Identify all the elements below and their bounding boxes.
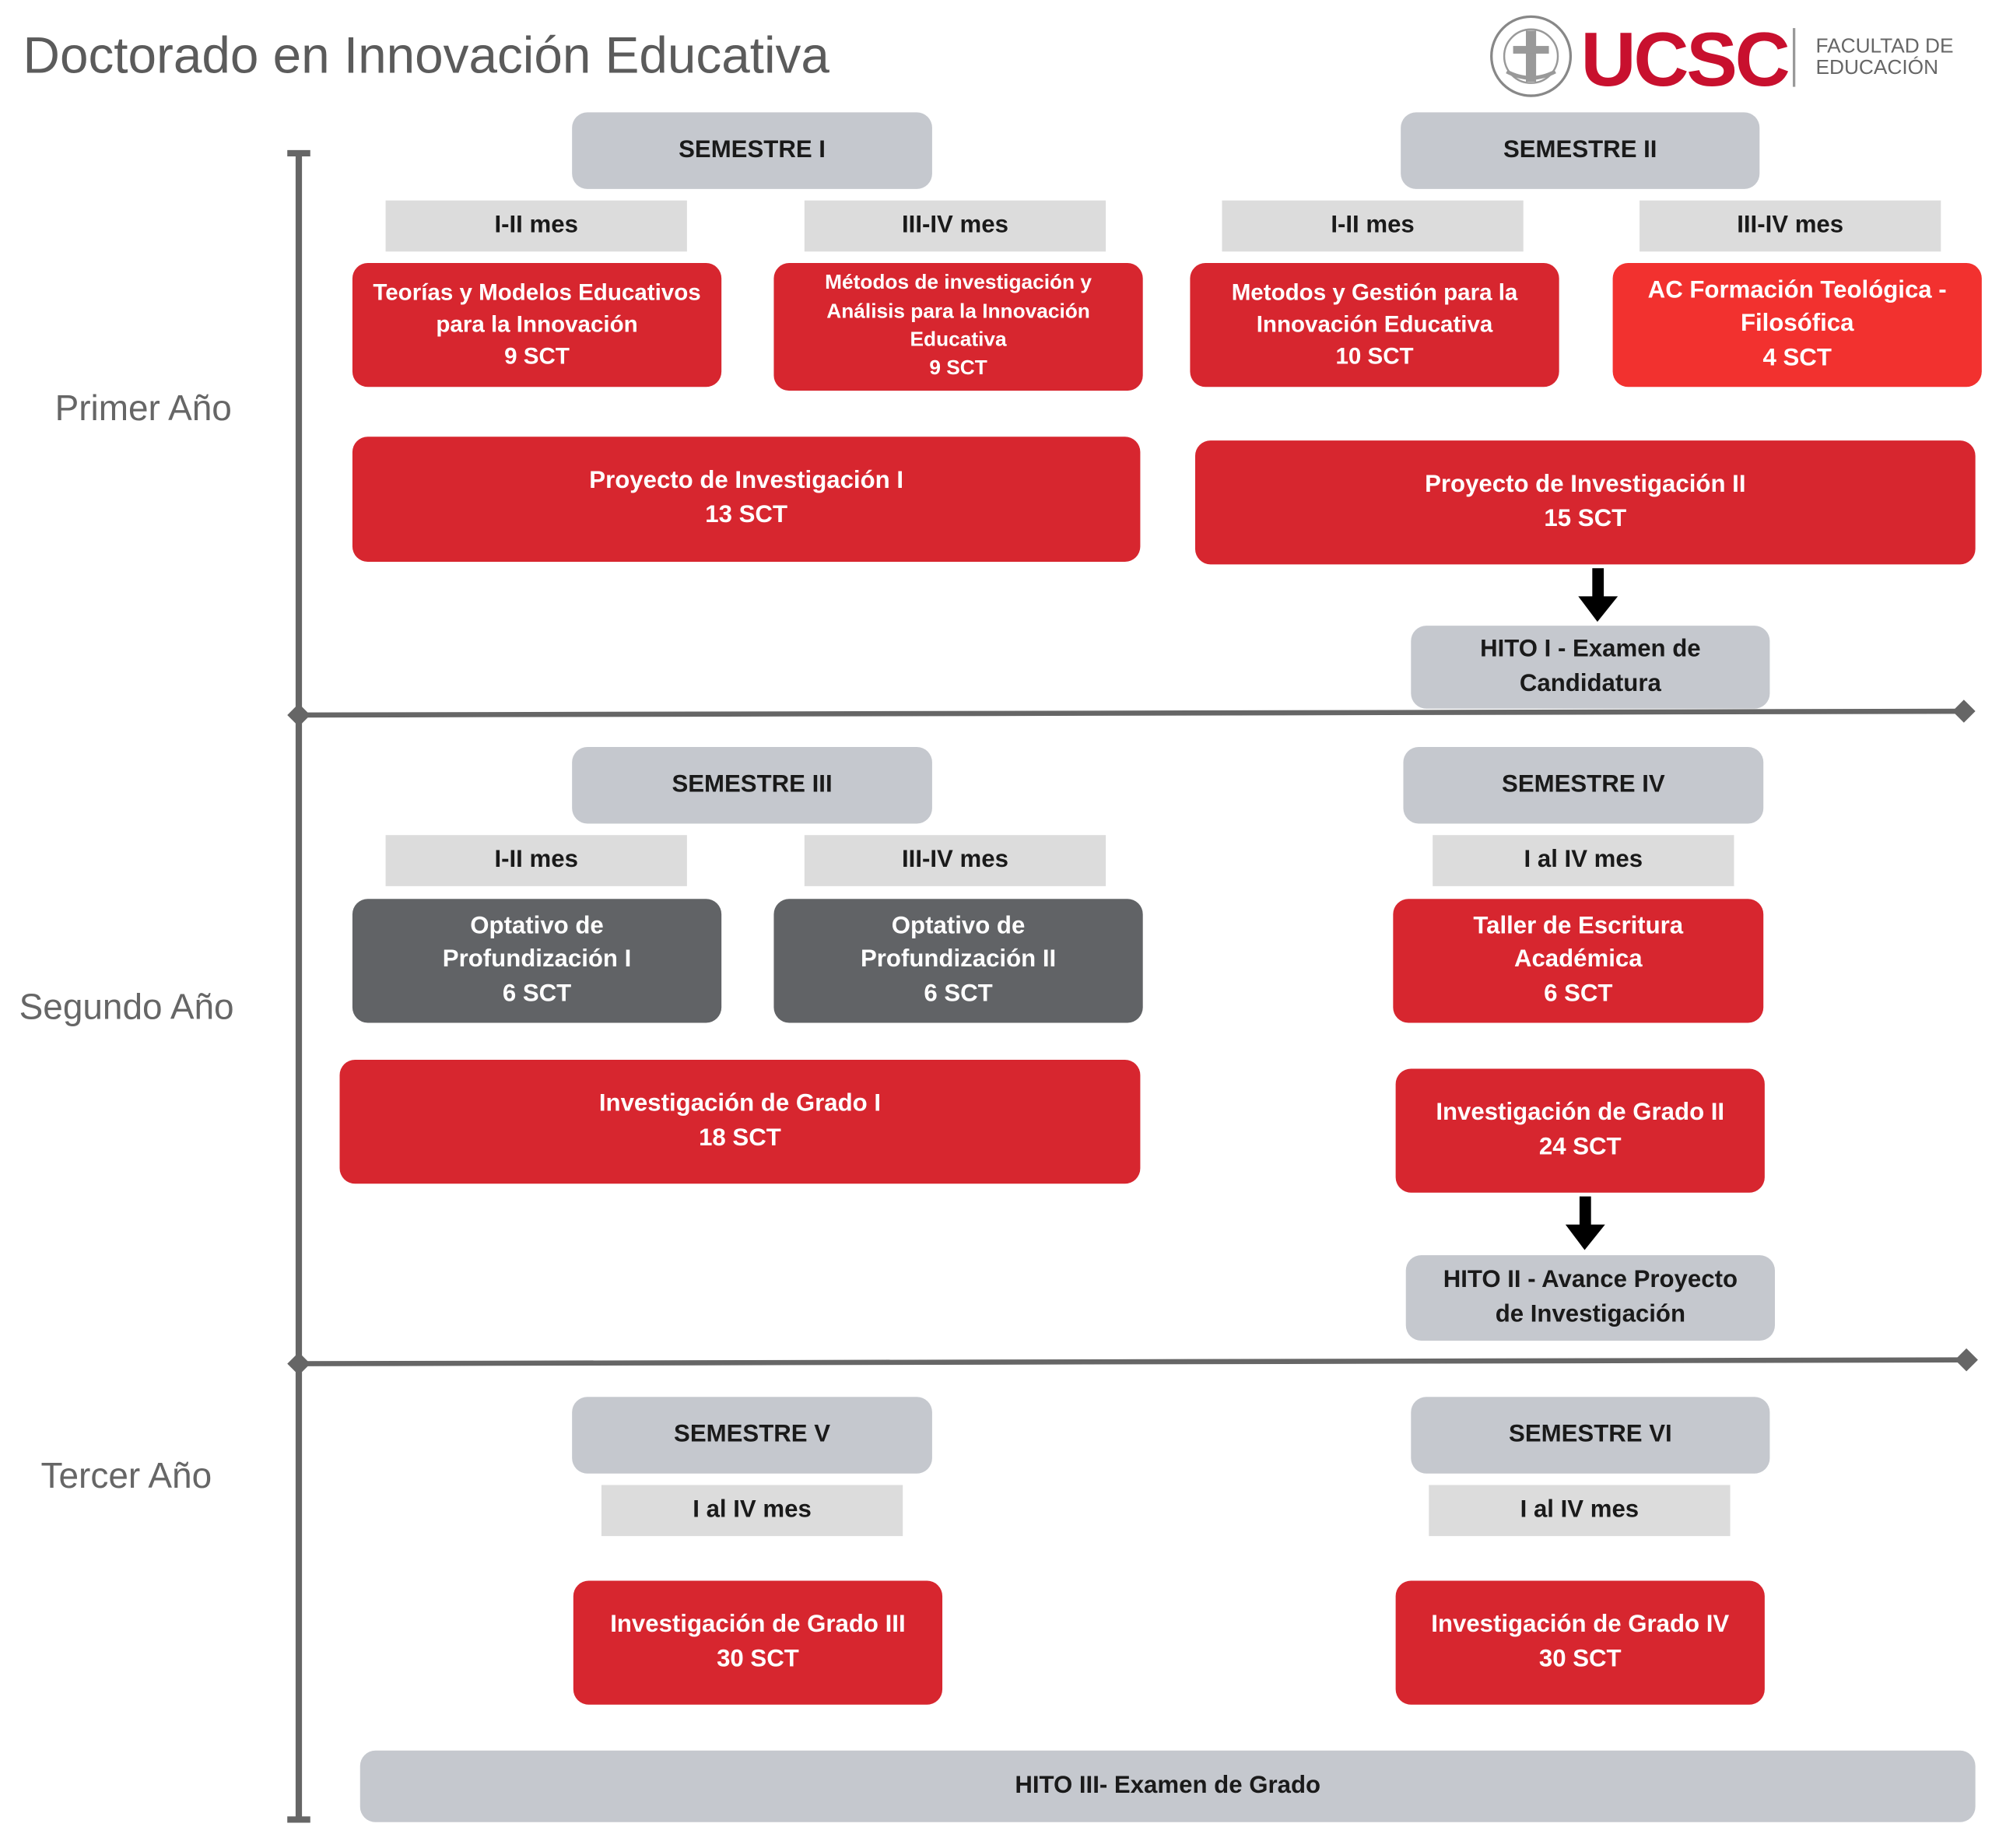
arrow-down-icon	[1579, 1196, 1591, 1228]
course-credits: 24 SCT	[1538, 1133, 1622, 1160]
course-name: Proyecto de Investigación II	[1425, 471, 1746, 498]
course-name: Investigación de Grado I	[598, 1090, 882, 1117]
month-label: I-II mes	[1222, 200, 1524, 252]
course-taller-escritura: Taller de Escritura Académica 6 SCT	[1393, 899, 1764, 1023]
divider-2-end-diamond	[1955, 1348, 1978, 1372]
course-credits: 6 SCT	[1544, 980, 1613, 1008]
course-optativo-2: Optativo de Profundización II 6 SCT	[773, 899, 1143, 1023]
milestone-hito-1: HITO I - Examen de Candidatura	[1411, 626, 1770, 709]
logo-divider	[1792, 28, 1796, 87]
course-name: para la Innovación	[436, 311, 638, 338]
year-label-3: Tercer Año	[40, 1455, 212, 1496]
year-label-1: Primer Año	[54, 387, 232, 428]
course-name: Investigación de Grado IV	[1431, 1611, 1730, 1639]
university-seal-logo	[1489, 12, 1573, 100]
month-label: III-IV mes	[804, 200, 1106, 252]
course-name: Investigación de Grado III	[610, 1611, 906, 1639]
arrow-down-icon-head	[1565, 1224, 1605, 1250]
page-title: Doctorado en Innovación Educativa	[23, 28, 829, 85]
milestone-text: de Investigación	[1495, 1300, 1686, 1327]
semester-1-header: SEMESTRE I	[572, 112, 932, 189]
course-proyecto-investigacion-1: Proyecto de Investigación I 13 SCT	[352, 437, 1141, 563]
course-credits: 18 SCT	[699, 1124, 781, 1152]
faculty-line-2: EDUCACIÓN	[1815, 57, 1939, 79]
course-credits: 6 SCT	[924, 980, 993, 1008]
course-name: Investigación de Grado II	[1436, 1099, 1725, 1127]
divider-1-end-diamond	[1952, 700, 1976, 723]
year-divider-2	[298, 1357, 1967, 1366]
course-credits: 9 SCT	[504, 343, 570, 370]
course-investigacion-grado-2: Investigación de Grado II 24 SCT	[1395, 1068, 1765, 1193]
semester-5-header: SEMESTRE V	[572, 1397, 932, 1474]
faculty-name: FACULTAD DE EDUCACIÓN	[1815, 35, 1954, 80]
course-name: Filosófica	[1740, 310, 1854, 338]
course-name: Profundización II	[860, 946, 1057, 973]
milestone-text: HITO II - Avance Proyecto	[1443, 1266, 1738, 1294]
semester-2-header: SEMESTRE II	[1401, 112, 1760, 189]
semester-3-header: SEMESTRE III	[572, 746, 932, 824]
milestone-text: HITO I - Examen de	[1480, 636, 1701, 663]
course-credits: 10 SCT	[1335, 343, 1414, 370]
course-credits: 9 SCT	[929, 358, 987, 380]
course-name: Análisis para la Innovación	[826, 300, 1090, 323]
course-name: Académica	[1513, 946, 1643, 973]
month-label: I al IV mes	[601, 1485, 903, 1537]
month-label: I al IV mes	[1429, 1485, 1731, 1537]
course-formacion-teologica: AC Formación Teológica - Filosófica 4 SC…	[1612, 263, 1982, 387]
course-name: Proyecto de Investigación I	[589, 468, 904, 495]
course-credits: 30 SCT	[717, 1645, 799, 1672]
course-credits: 30 SCT	[1538, 1645, 1622, 1672]
month-label: III-IV mes	[1640, 200, 1941, 252]
semester-6-header: SEMESTRE VI	[1411, 1397, 1770, 1474]
course-investigacion-grado-3: Investigación de Grado III 30 SCT	[573, 1580, 943, 1705]
course-name: Innovación Educativa	[1256, 311, 1493, 338]
arrow-down-icon-head	[1578, 596, 1618, 622]
course-investigacion-grado-4: Investigación de Grado IV 30 SCT	[1395, 1580, 1765, 1705]
year-divider-1	[298, 708, 1964, 718]
course-name: Metodos y Gestión para la	[1231, 279, 1518, 305]
month-label: III-IV mes	[804, 835, 1106, 886]
semester-4-header: SEMESTRE IV	[1403, 746, 1764, 824]
month-label: I al IV mes	[1433, 835, 1734, 886]
divider-1-start-diamond	[287, 703, 310, 727]
course-credits: 13 SCT	[705, 501, 788, 529]
course-optativo-1: Optativo de Profundización I 6 SCT	[352, 899, 722, 1023]
course-name: AC Formación Teológica -	[1647, 276, 1947, 303]
course-name: Profundización I	[442, 946, 632, 973]
course-teorias-modelos: Teorías y Modelos Educativos para la Inn…	[352, 263, 722, 387]
divider-2-start-diamond	[287, 1352, 310, 1376]
course-name: Optativo de	[891, 912, 1026, 940]
milestone-hito-3: HITO III- Examen de Grado	[359, 1750, 1976, 1822]
course-credits: 6 SCT	[502, 980, 572, 1008]
course-metodos-gestion: Metodos y Gestión para la Innovación Edu…	[1190, 263, 1559, 387]
month-label: I-II mes	[385, 200, 687, 252]
course-metodos-investigacion: Métodos de investigación y Análisis para…	[773, 263, 1143, 391]
milestone-text: Candidatura	[1519, 669, 1661, 697]
course-name: Taller de Escritura	[1473, 912, 1684, 940]
course-credits: 4 SCT	[1762, 344, 1832, 372]
month-label: I-II mes	[385, 835, 687, 886]
course-proyecto-investigacion-2: Proyecto de Investigación II 15 SCT	[1194, 440, 1976, 565]
ucsc-logo: UCSC	[1580, 16, 1790, 103]
course-credits: 15 SCT	[1544, 505, 1627, 532]
arrow-down-icon	[1592, 568, 1604, 599]
course-name: Educativa	[910, 329, 1007, 352]
course-name: Teorías y Modelos Educativos	[373, 279, 701, 305]
faculty-line-1: FACULTAD DE	[1815, 35, 1954, 58]
year-label-2: Segundo Año	[19, 987, 234, 1027]
milestone-hito-2: HITO II - Avance Proyecto de Investigaci…	[1405, 1255, 1775, 1341]
course-name: Métodos de investigación y	[825, 272, 1092, 294]
course-name: Optativo de	[470, 912, 604, 940]
course-investigacion-grado-1: Investigación de Grado I 18 SCT	[339, 1060, 1141, 1184]
